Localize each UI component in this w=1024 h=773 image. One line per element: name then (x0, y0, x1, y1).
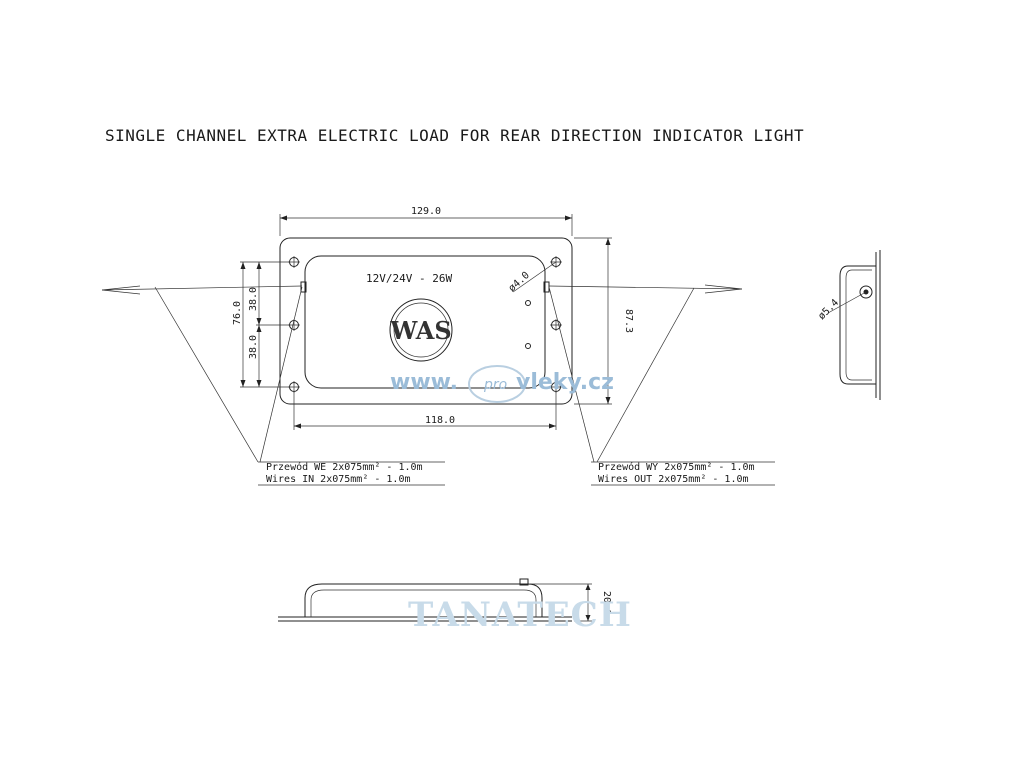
base-plate (279, 237, 573, 405)
side-view: ø5.4 (816, 250, 881, 400)
dim-side-height: 20.0 (601, 591, 612, 615)
dim-half-upper: 38.0 (248, 287, 259, 311)
watermark-site-pro: pro (483, 377, 507, 393)
watermark-site-prefix: www. (390, 370, 458, 395)
watermark-site-suffix: vleky.cz (516, 370, 614, 395)
wires-in-note: Przewód WE 2x075mm² - 1.0m Wires IN 2x07… (258, 461, 445, 486)
bottom-view: 20.0 (278, 578, 612, 622)
watermark-brand: TANATECH (408, 595, 632, 635)
dimension-lines (240, 214, 612, 430)
wires (101, 284, 743, 463)
hole-diameter-label: ø4.0 (507, 270, 532, 294)
dim-overall-height: 87.3 (623, 309, 634, 333)
wire-entry-left (300, 281, 307, 293)
housing (304, 255, 546, 389)
front-view: 12V/24V - 26W WAS ø4.0 (279, 237, 573, 405)
rating-text: 12V/24V - 26W (366, 272, 452, 285)
wires-out-note: Przewód WY 2x075mm² - 1.0m Wires OUT 2x0… (591, 461, 775, 486)
hole-leader (512, 261, 557, 293)
watermark-site: www. pro vleky.cz (390, 365, 614, 403)
housing-dot-lower (525, 343, 531, 349)
dim-overall-width: 129.0 (411, 206, 441, 217)
was-logo: WAS (389, 298, 453, 362)
side-hole-diameter-label: ø5.4 (816, 297, 841, 322)
wires-out-line2: Wires OUT 2x075mm² - 1.0m (598, 474, 749, 485)
wires-out-line1: Przewód WY 2x075mm² - 1.0m (598, 461, 755, 473)
housing-dot-upper (525, 300, 531, 306)
dim-hole-spacing-width: 118.0 (425, 415, 455, 426)
dim-half-lower: 38.0 (248, 335, 259, 359)
drawing-title: SINGLE CHANNEL EXTRA ELECTRIC LOAD FOR R… (105, 126, 804, 145)
wires-in-line1: Przewód WE 2x075mm² - 1.0m (266, 461, 423, 473)
logo-text: WAS (389, 316, 451, 345)
dim-hole-spacing-height: 76.0 (232, 301, 243, 325)
wires-in-line2: Wires IN 2x075mm² - 1.0m (266, 474, 411, 485)
